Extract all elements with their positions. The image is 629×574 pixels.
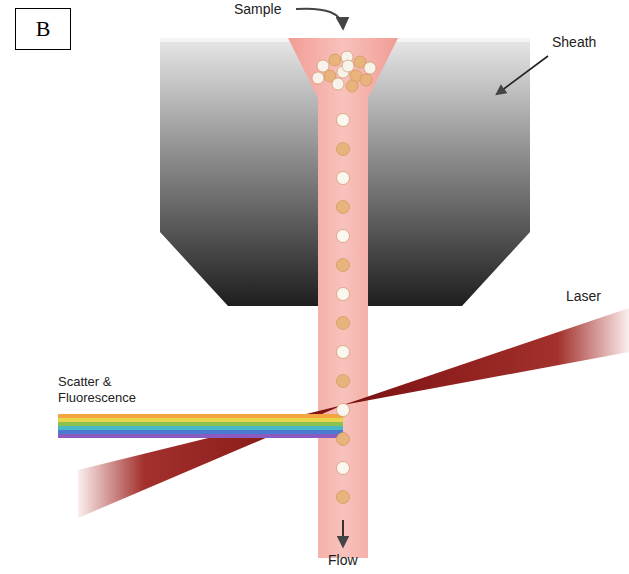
cell bbox=[337, 462, 350, 475]
cells bbox=[312, 51, 376, 504]
scatter-fluorescence-rays bbox=[58, 414, 343, 438]
cell bbox=[337, 433, 350, 446]
cell bbox=[337, 404, 350, 417]
scatter-ray bbox=[58, 414, 343, 418]
panel-letter-box: B bbox=[15, 8, 71, 50]
cell bbox=[337, 230, 350, 243]
cell bbox=[364, 62, 376, 74]
flow-arrow bbox=[342, 520, 344, 546]
cell bbox=[337, 346, 350, 359]
sample-label: Sample bbox=[234, 1, 281, 18]
cell bbox=[337, 375, 350, 388]
sample-funnel bbox=[288, 38, 398, 558]
cell bbox=[337, 491, 350, 504]
scatter-ray bbox=[58, 426, 343, 430]
sheath-leader bbox=[497, 56, 548, 94]
cell bbox=[337, 317, 350, 330]
laser-beam-right bbox=[343, 308, 629, 405]
cell bbox=[337, 114, 350, 127]
flow-label: Flow bbox=[328, 552, 358, 569]
cell bbox=[337, 201, 350, 214]
panel-letter: B bbox=[36, 16, 51, 42]
cell bbox=[337, 143, 350, 156]
cell bbox=[337, 172, 350, 185]
scatter-fluorescence-label: Scatter & Fluorescence bbox=[58, 374, 158, 405]
cell bbox=[332, 78, 344, 90]
cell bbox=[317, 60, 329, 72]
cell bbox=[342, 60, 354, 72]
sheath-label: Sheath bbox=[552, 34, 596, 51]
cell bbox=[360, 74, 372, 86]
cell bbox=[337, 259, 350, 272]
scatter-ray bbox=[58, 422, 343, 426]
laser-label: Laser bbox=[566, 288, 601, 305]
cell bbox=[337, 288, 350, 301]
scatter-ray bbox=[58, 418, 343, 422]
cell bbox=[346, 80, 358, 92]
sample-arrow bbox=[296, 9, 343, 28]
cell bbox=[312, 72, 324, 84]
scatter-ray bbox=[58, 430, 343, 434]
scatter-ray bbox=[58, 434, 343, 438]
cell bbox=[329, 54, 341, 66]
